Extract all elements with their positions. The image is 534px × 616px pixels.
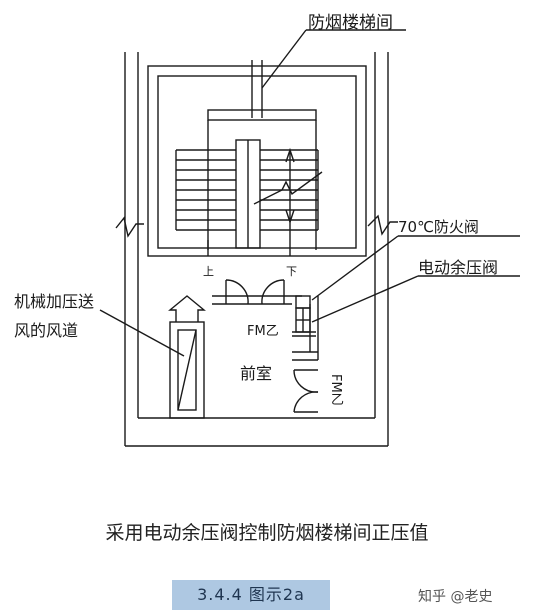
stair-well-inner	[157, 75, 357, 249]
air-duct-outer	[169, 321, 205, 419]
duct-up-arrow	[168, 295, 206, 322]
right-break-mark	[367, 214, 398, 236]
stair-well-outer	[147, 65, 367, 257]
anteroom-label: 前室	[240, 364, 273, 383]
relief-valve-label: 电动余压阀	[418, 258, 499, 277]
door-bottom	[293, 369, 319, 413]
stair-break-line	[253, 171, 323, 205]
air-duct-inner	[177, 329, 197, 411]
door-label-right: FM乙	[328, 374, 343, 406]
fire-damper	[295, 295, 311, 309]
leader-duct	[99, 309, 185, 357]
duct-label-line1: 机械加压送	[14, 292, 95, 311]
watermark: 知乎 @老史	[418, 589, 493, 605]
door-top	[225, 279, 285, 305]
leader-stair	[261, 29, 307, 89]
leader-fire-damper	[311, 235, 399, 301]
fire-damper-label: 70℃防火阀	[398, 218, 479, 236]
stair-treads-left	[175, 149, 236, 231]
figure-caption: 采用电动余压阀控制防烟楼梯间正压值	[105, 522, 429, 544]
stair-treads-right	[260, 149, 319, 231]
door-label-top: FM乙	[247, 324, 279, 339]
up-label: 上	[203, 265, 214, 278]
left-break-mark	[115, 216, 144, 238]
upper-landing	[207, 109, 317, 121]
duct-label-line2: 风的风道	[14, 321, 79, 340]
down-label: 下	[286, 265, 297, 278]
figure-number-badge: 3.4.4 图示2a	[172, 580, 330, 610]
stair-room-label: 防烟楼梯间	[308, 13, 393, 33]
leader-relief-valve	[311, 275, 419, 323]
